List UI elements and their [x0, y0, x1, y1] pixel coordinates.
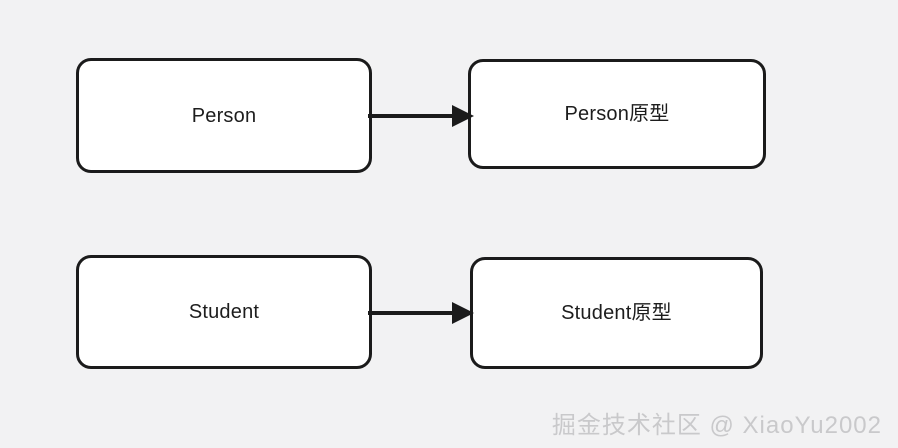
node-person-label: Person	[191, 104, 257, 127]
node-person-prototype[interactable]: Person原型	[468, 59, 766, 169]
node-student-prototype[interactable]: Student原型	[470, 257, 763, 369]
node-student[interactable]: Student	[76, 255, 372, 369]
node-student-prototype-label: Student原型	[561, 302, 672, 324]
arrow-person-to-prototype-icon	[368, 105, 474, 127]
node-student-label: Student	[188, 301, 260, 323]
watermark: 掘金技术社区 @ XiaoYu2002	[551, 412, 882, 439]
node-person[interactable]: Person	[76, 58, 372, 173]
node-person-prototype-label: Person原型	[564, 103, 670, 125]
arrow-student-to-prototype-icon	[368, 302, 474, 324]
